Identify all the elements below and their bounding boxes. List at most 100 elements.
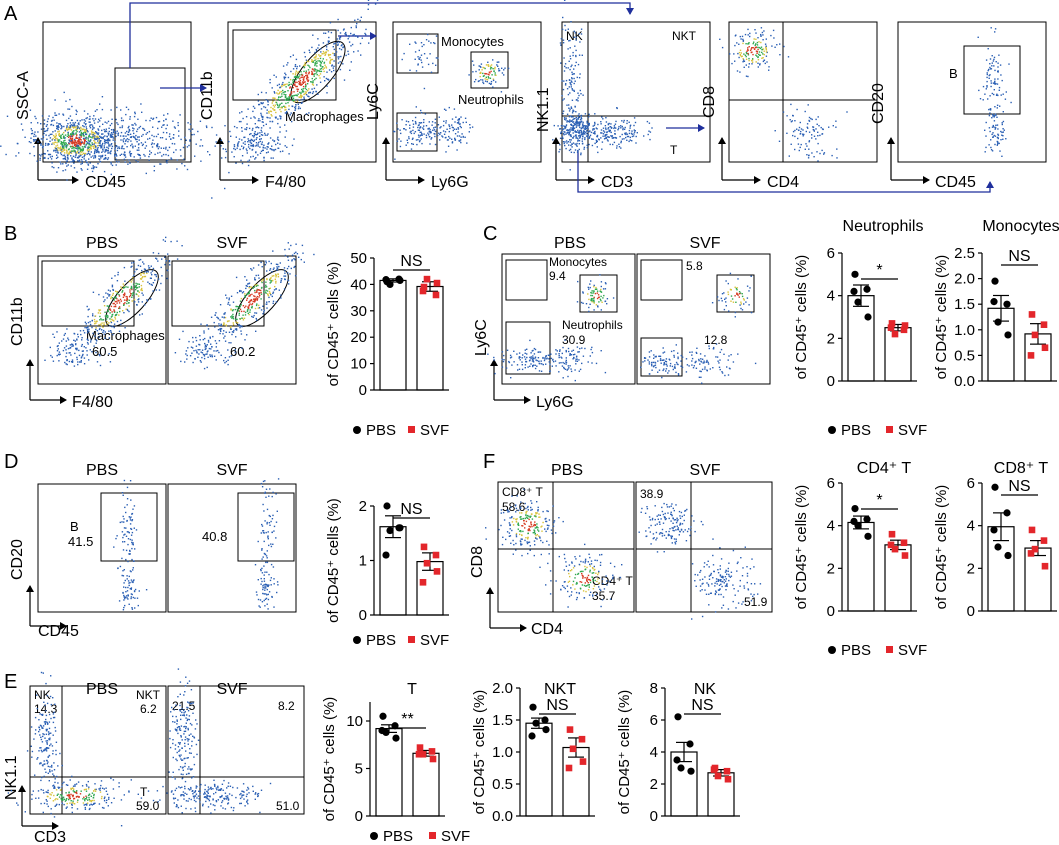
flow-event-dot xyxy=(244,339,246,341)
flow-event-dot xyxy=(290,91,293,93)
flow-event-dot xyxy=(106,146,108,148)
flow-event-dot xyxy=(282,65,285,67)
flow-event-dot xyxy=(265,260,267,262)
flow-event-dot xyxy=(653,357,655,359)
flow-event-dot xyxy=(123,521,125,523)
flow-event-dot xyxy=(621,133,623,136)
flow-event-dot xyxy=(126,146,128,148)
flow-event-dot xyxy=(789,119,791,121)
flow-event-dot xyxy=(125,549,128,552)
flow-event-dot xyxy=(102,326,104,328)
flow-event-dot xyxy=(112,139,114,141)
flow-event-dot xyxy=(83,142,85,145)
flow-event-dot xyxy=(67,164,69,166)
flow-event-dot xyxy=(312,61,314,63)
flow-event-dot xyxy=(213,321,215,324)
flow-plot-frame xyxy=(561,21,711,163)
flow-event-dot xyxy=(143,153,145,156)
flow-event-dot xyxy=(669,362,672,365)
flow-event-dot xyxy=(115,537,117,540)
flow-event-dot xyxy=(990,146,992,149)
flow-event-dot xyxy=(735,301,737,303)
flow-event-dot xyxy=(127,134,130,136)
flow-event-dot xyxy=(313,73,315,76)
flow-event-dot xyxy=(567,347,570,350)
flow-event-dot xyxy=(747,54,750,56)
flow-event-dot xyxy=(429,128,431,131)
flow-event-dot xyxy=(149,119,151,122)
flow-event-dot xyxy=(199,360,202,362)
flow-event-dot xyxy=(247,312,249,314)
flow-event-dot xyxy=(167,253,169,255)
flow-event-dot xyxy=(139,258,142,261)
flow-event-dot xyxy=(765,45,767,47)
flow-event-dot xyxy=(89,115,91,118)
flow-event-dot xyxy=(279,91,281,93)
flow-event-dot xyxy=(110,143,113,145)
flow-event-dot xyxy=(220,145,222,147)
flow-event-dot xyxy=(274,278,276,280)
flow-event-dot xyxy=(81,169,83,171)
flow-event-dot xyxy=(109,124,111,127)
flow-event-dot xyxy=(69,150,71,152)
flow-event-dot xyxy=(63,147,65,149)
flow-event-dot xyxy=(572,110,574,112)
flow-event-dot xyxy=(103,140,106,143)
flow-event-dot xyxy=(451,118,454,120)
flow-event-dot xyxy=(299,91,301,94)
flow-event-dot xyxy=(811,152,813,154)
flow-event-dot xyxy=(71,343,73,345)
flow-event-dot xyxy=(176,159,178,161)
flow-event-dot xyxy=(61,125,63,128)
flow-event-dot xyxy=(314,59,316,62)
flow-event-dot xyxy=(110,297,112,300)
flow-event-dot xyxy=(260,114,263,116)
flow-event-dot xyxy=(95,138,98,140)
flow-event-dot xyxy=(563,117,566,119)
flow-event-dot xyxy=(95,327,97,329)
flow-event-dot xyxy=(662,347,664,349)
flow-event-dot xyxy=(574,32,576,34)
flow-event-dot xyxy=(128,159,130,161)
flow-event-dot xyxy=(112,302,114,305)
flow-event-dot xyxy=(565,124,568,126)
flow-event-dot xyxy=(110,134,112,136)
flow-event-dot xyxy=(56,154,58,156)
flow-event-dot xyxy=(245,287,247,290)
flow-event-dot xyxy=(993,120,996,122)
flow-event-dot xyxy=(72,150,75,153)
flow-event-dot xyxy=(342,29,345,31)
flow-event-dot xyxy=(588,298,590,301)
flow-event-dot xyxy=(584,137,586,139)
flow-event-dot xyxy=(593,286,595,288)
flow-event-dot xyxy=(166,159,169,162)
flow-event-dot xyxy=(294,259,296,261)
flow-event-dot xyxy=(578,33,580,35)
flow-event-dot xyxy=(564,84,567,86)
flow-event-dot xyxy=(68,152,71,154)
flow-event-dot xyxy=(99,364,102,367)
flow-event-dot xyxy=(33,146,35,148)
flow-event-dot xyxy=(210,316,213,318)
flow-event-dot xyxy=(739,71,741,73)
flow-event-dot xyxy=(704,368,706,370)
flow-event-dot xyxy=(743,60,746,62)
flow-event-dot xyxy=(109,361,112,363)
gate-value: 6.2 xyxy=(140,702,157,716)
flow-event-dot xyxy=(440,132,442,134)
flow-event-dot xyxy=(612,143,614,146)
flow-event-dot xyxy=(996,93,998,95)
flow-event-dot xyxy=(148,267,151,269)
flow-event-dot xyxy=(805,130,807,133)
flow-event-dot xyxy=(249,311,251,313)
flow-event-dot xyxy=(84,123,87,126)
flow-event-dot xyxy=(559,137,562,139)
flow-event-dot xyxy=(513,350,515,352)
flow-event-dot xyxy=(155,135,158,138)
flow-event-dot xyxy=(454,137,456,140)
flow-event-dot xyxy=(113,311,116,313)
flow-event-dot xyxy=(79,330,82,332)
flow-event-dot xyxy=(121,125,124,127)
flow-event-dot xyxy=(472,71,474,73)
flow-event-dot xyxy=(52,138,54,140)
